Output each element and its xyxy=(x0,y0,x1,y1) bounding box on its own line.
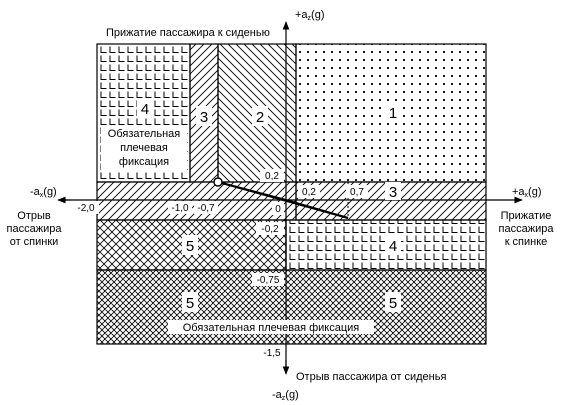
shoulder-fix-line-2: плечевая xyxy=(120,142,168,154)
zone-fills xyxy=(96,43,487,345)
zone-4-right-label: 4 xyxy=(389,238,397,255)
shoulder-fixation-bottom-note: Обязательная плечевая фиксация xyxy=(168,320,374,334)
shoulder-fixation-note: Обязательная плечевая фиксация xyxy=(101,126,187,170)
tick-x-neg-1: -1,0 xyxy=(171,203,189,214)
tick-x-pos-07: 0,7 xyxy=(350,187,364,198)
x-neg-axis-label: -ax(g) xyxy=(30,186,57,199)
z-neg-axis-caption: Отрыв пассажира от сиденья xyxy=(296,371,446,383)
zone-3-upper-label: 3 xyxy=(200,109,208,126)
tick-origin: 0 xyxy=(275,204,281,215)
tick-labels: -2,0 -1,0 -0,7 0 0,2 0,7 0,2 -0,2 -0,75 … xyxy=(73,169,368,359)
x-pos-axis-label: +ax(g) xyxy=(512,186,542,199)
z-pos-axis-caption: Прижатие пассажира к сиденью xyxy=(106,27,270,39)
tick-x-pos-02: 0,2 xyxy=(302,187,316,198)
x-neg-caption-line-2: пассажира xyxy=(7,223,63,235)
shoulder-fix-line-3: фиксация xyxy=(119,156,169,168)
origin-marker xyxy=(213,177,223,187)
axis-titles: +az(g) Прижатие пассажира к сиденью -az(… xyxy=(7,9,555,402)
zone-5-middle-label: 5 xyxy=(186,238,194,255)
axes xyxy=(57,21,523,375)
tick-x-neg-2: -2,0 xyxy=(77,203,95,214)
z-pos-axis-label: +az(g) xyxy=(295,9,325,22)
tick-z-neg-15: -1,5 xyxy=(263,348,281,359)
zone-5-bottom-right-label: 5 xyxy=(389,295,397,312)
x-neg-caption-line-3: от спинки xyxy=(10,236,59,248)
tick-z-neg-02: -0,2 xyxy=(261,224,279,235)
tick-z-pos-02: 0,2 xyxy=(265,171,279,182)
z-neg-axis-label: -az(g) xyxy=(272,389,299,402)
zone-5-bottom-left-label: 5 xyxy=(186,295,194,312)
tick-x-neg-07: -0,7 xyxy=(197,203,215,214)
zone-4-left-label: 4 xyxy=(141,101,149,118)
x-pos-caption-line-3: к спинке xyxy=(505,236,548,248)
shoulder-fix-line-1: Обязательная xyxy=(108,128,180,140)
x-pos-caption-line-1: Прижатие xyxy=(501,210,552,222)
x-neg-caption-line-1: Отрыв xyxy=(17,210,51,222)
zone-1-label: 1 xyxy=(389,105,397,122)
shoulder-fix-bottom: Обязательная плечевая фиксация xyxy=(183,322,360,334)
tick-z-neg-075: -0,75 xyxy=(257,275,280,286)
zone-numbers: 1 2 3 3 4 4 5 5 5 xyxy=(137,98,401,312)
zone-2-label: 2 xyxy=(256,109,264,126)
x-pos-caption-line-2: пассажира xyxy=(499,223,555,235)
zone-3-band-label: 3 xyxy=(389,184,397,201)
